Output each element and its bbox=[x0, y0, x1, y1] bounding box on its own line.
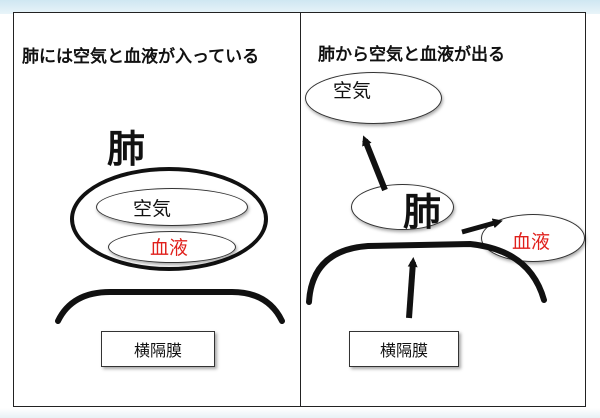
left-panel-heading: 肺には空気と血液が入っている bbox=[22, 47, 260, 67]
left-diaphragm-label: 横隔膜 bbox=[133, 341, 182, 360]
panel-divider bbox=[300, 12, 301, 407]
left-air-ellipse bbox=[96, 188, 248, 226]
left-lung-ellipse bbox=[70, 167, 268, 271]
arrow-lung-to-air bbox=[362, 135, 388, 192]
left-lung-label: 肺 bbox=[107, 127, 146, 171]
slide-top-band bbox=[0, 0, 600, 14]
left-blood-ellipse bbox=[108, 231, 236, 263]
right-lung-ellipse bbox=[351, 184, 454, 230]
left-blood-label: 血液 bbox=[150, 237, 189, 259]
slide-bottom-band bbox=[0, 408, 600, 418]
right-diaphragm-box: 横隔膜 bbox=[349, 331, 459, 367]
left-diaphragm-box: 横隔膜 bbox=[101, 331, 215, 367]
right-blood-label: 血液 bbox=[512, 231, 551, 253]
right-air-ellipse bbox=[305, 72, 442, 124]
arrow-lung-to-blood bbox=[461, 218, 503, 235]
right-lung-label: 肺 bbox=[403, 190, 442, 234]
left-diaphragm-curve bbox=[55, 289, 285, 324]
right-diaphragm-curve bbox=[306, 240, 547, 305]
right-air-label: 空気 bbox=[333, 80, 372, 102]
left-air-label: 空気 bbox=[133, 198, 172, 220]
right-diaphragm-label: 横隔膜 bbox=[379, 341, 428, 360]
right-panel-heading: 肺から空気と血液が出る bbox=[318, 45, 505, 65]
arrow-diaphragm-up bbox=[406, 257, 418, 319]
